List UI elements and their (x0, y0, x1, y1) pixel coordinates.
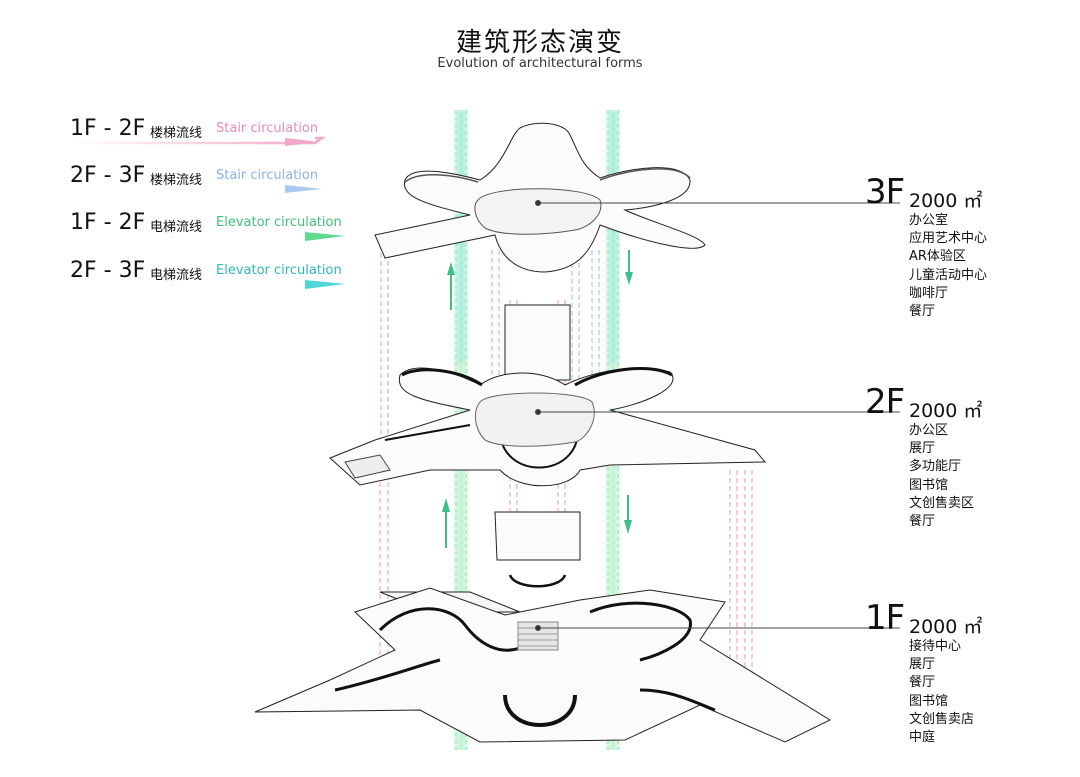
program-item: 文创售卖区 (909, 495, 975, 511)
legend-floors: 2F - 3F (70, 163, 146, 188)
floor-program-list: 办公室 应用艺术中心 AR体验区 儿童活动中心 咖啡厅 餐厅 (909, 212, 987, 321)
floor-2f-slab (329, 304, 767, 487)
program-item: 图书馆 (909, 693, 949, 709)
program-item: 中庭 (909, 730, 936, 746)
floor-area: 2000 ㎡ (909, 616, 983, 638)
subtitle: Evolution of architectural forms (437, 56, 643, 71)
floor-3f-slab (374, 122, 706, 273)
program-item: 展厅 (909, 657, 936, 673)
legend-arrows (70, 136, 345, 289)
legend-en-label: Stair circulation (216, 121, 319, 136)
floor-area: 2000 ㎡ (909, 400, 983, 422)
floor-label: 1F (865, 598, 905, 638)
floor-1f-slab (254, 511, 832, 743)
floor-program-list: 接待中心 展厅 餐厅 图书馆 文创售卖店 中庭 (909, 638, 974, 747)
program-item: 儿童活动中心 (909, 267, 988, 283)
floor-label: 3F (865, 172, 905, 212)
legend-en-label: Elevator circulation (216, 215, 342, 230)
legend-en-label: Elevator circulation (216, 263, 342, 278)
program-item: 文创售卖店 (909, 711, 975, 727)
legend-floors: 1F - 2F (70, 116, 146, 141)
legend-zh-label: 楼梯流线 (150, 173, 203, 188)
floor-area: 2000 ㎡ (909, 190, 983, 212)
program-item: 餐厅 (909, 304, 936, 320)
program-item: 展厅 (909, 441, 936, 457)
floor-program-list: 办公区 展厅 多功能厅 图书馆 文创售卖区 餐厅 (909, 422, 974, 531)
legend-en-label: Stair circulation (216, 168, 319, 183)
leader-lines (535, 200, 900, 631)
title: 建筑形态演变 (455, 28, 624, 58)
program-item: 餐厅 (909, 675, 936, 691)
legend-zh-label: 楼梯流线 (150, 126, 203, 141)
program-item: AR体验区 (909, 249, 966, 265)
program-item: 接待中心 (909, 639, 962, 654)
program-item: 餐厅 (909, 514, 936, 530)
program-item: 多功能厅 (909, 459, 962, 475)
legend-zh-label: 电梯流线 (150, 220, 203, 235)
program-item: 咖啡厅 (909, 285, 949, 301)
program-item: 应用艺术中心 (909, 231, 988, 247)
floor-label: 2F (865, 382, 905, 422)
program-item: 办公室 (909, 213, 949, 228)
program-item: 办公区 (909, 423, 949, 438)
legend-floors: 1F - 2F (70, 210, 146, 235)
program-item: 图书馆 (909, 477, 949, 493)
legend-zh-label: 电梯流线 (150, 268, 203, 283)
legend-floors: 2F - 3F (70, 258, 146, 283)
